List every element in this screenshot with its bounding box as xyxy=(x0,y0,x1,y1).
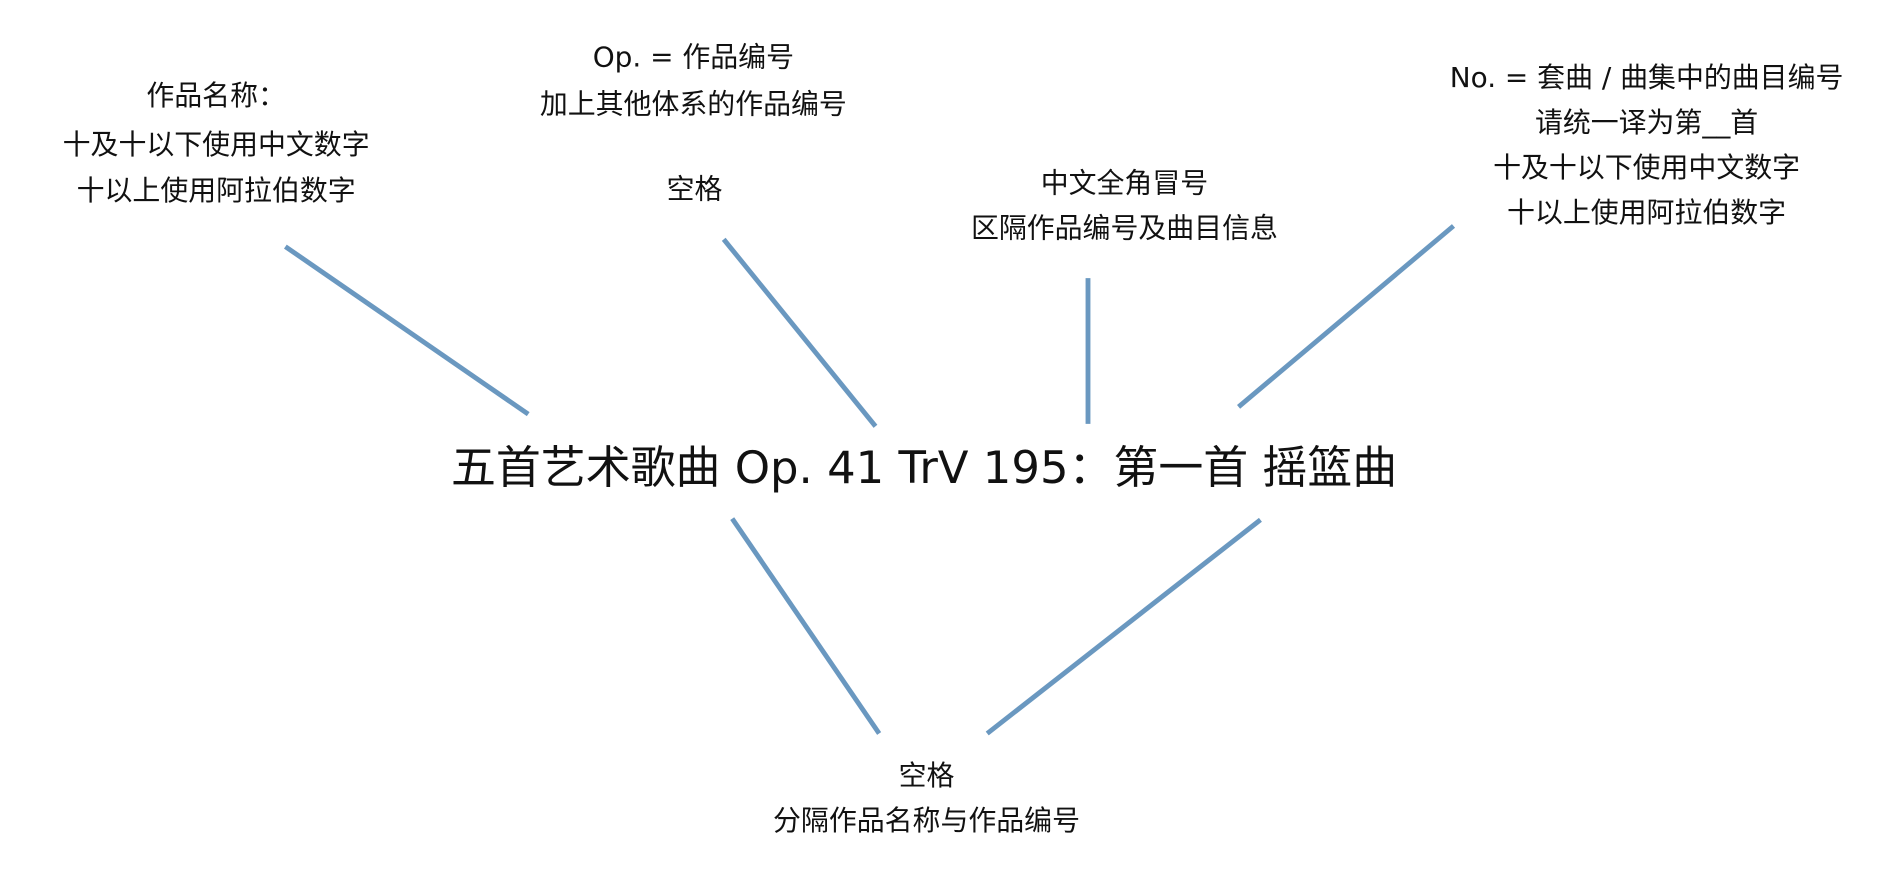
connector-work-name xyxy=(283,244,530,417)
annotation-line: Op. = 作品编号 xyxy=(593,40,794,73)
annotation-colon: 中文全角冒号 区隔作品编号及曲目信息 xyxy=(971,167,1278,245)
annotation-number: No. = 套曲 / 曲集中的曲目编号 请统一译为第__首 十及十以下使用中文数… xyxy=(1450,61,1844,229)
connector-number xyxy=(1237,224,1456,409)
annotation-line: 十及十以下使用中文数字 xyxy=(1493,151,1800,184)
annotation-line: 加上其他体系的作品编号 xyxy=(540,88,847,121)
annotation-line: 空格 xyxy=(899,759,955,792)
annotation-opus: Op. = 作品编号 加上其他体系的作品编号 xyxy=(540,40,847,120)
annotation-line: 作品名称： xyxy=(146,79,286,112)
annotation-line: 中文全角冒号 xyxy=(1041,167,1208,200)
main-title: 五首艺术歌曲 Op. 41 TrV 195：第一首 摇篮曲 xyxy=(451,441,1397,494)
annotation-space-after-op: 空格 xyxy=(667,173,723,206)
annotation-space-between: 空格 分隔作品名称与作品编号 xyxy=(773,759,1080,837)
connectors xyxy=(283,224,1456,736)
connector-space-left xyxy=(730,517,882,735)
annotation-line: 十及十以下使用中文数字 xyxy=(63,128,370,161)
connector-space-right xyxy=(985,517,1262,736)
connector-opus-space xyxy=(721,237,878,428)
annotation-line: 分隔作品名称与作品编号 xyxy=(773,804,1080,837)
annotation-line: No. = 套曲 / 曲集中的曲目编号 xyxy=(1450,61,1844,94)
annotation-line: 十以上使用阿拉伯数字 xyxy=(1507,196,1786,229)
annotation-line: 空格 xyxy=(667,173,723,206)
annotation-line: 请统一译为第__首 xyxy=(1535,106,1758,139)
annotation-work-name: 作品名称： 十及十以下使用中文数字 十以上使用阿拉伯数字 xyxy=(63,79,370,207)
annotation-line: 十以上使用阿拉伯数字 xyxy=(77,174,356,207)
annotation-line: 区隔作品编号及曲目信息 xyxy=(971,212,1278,245)
